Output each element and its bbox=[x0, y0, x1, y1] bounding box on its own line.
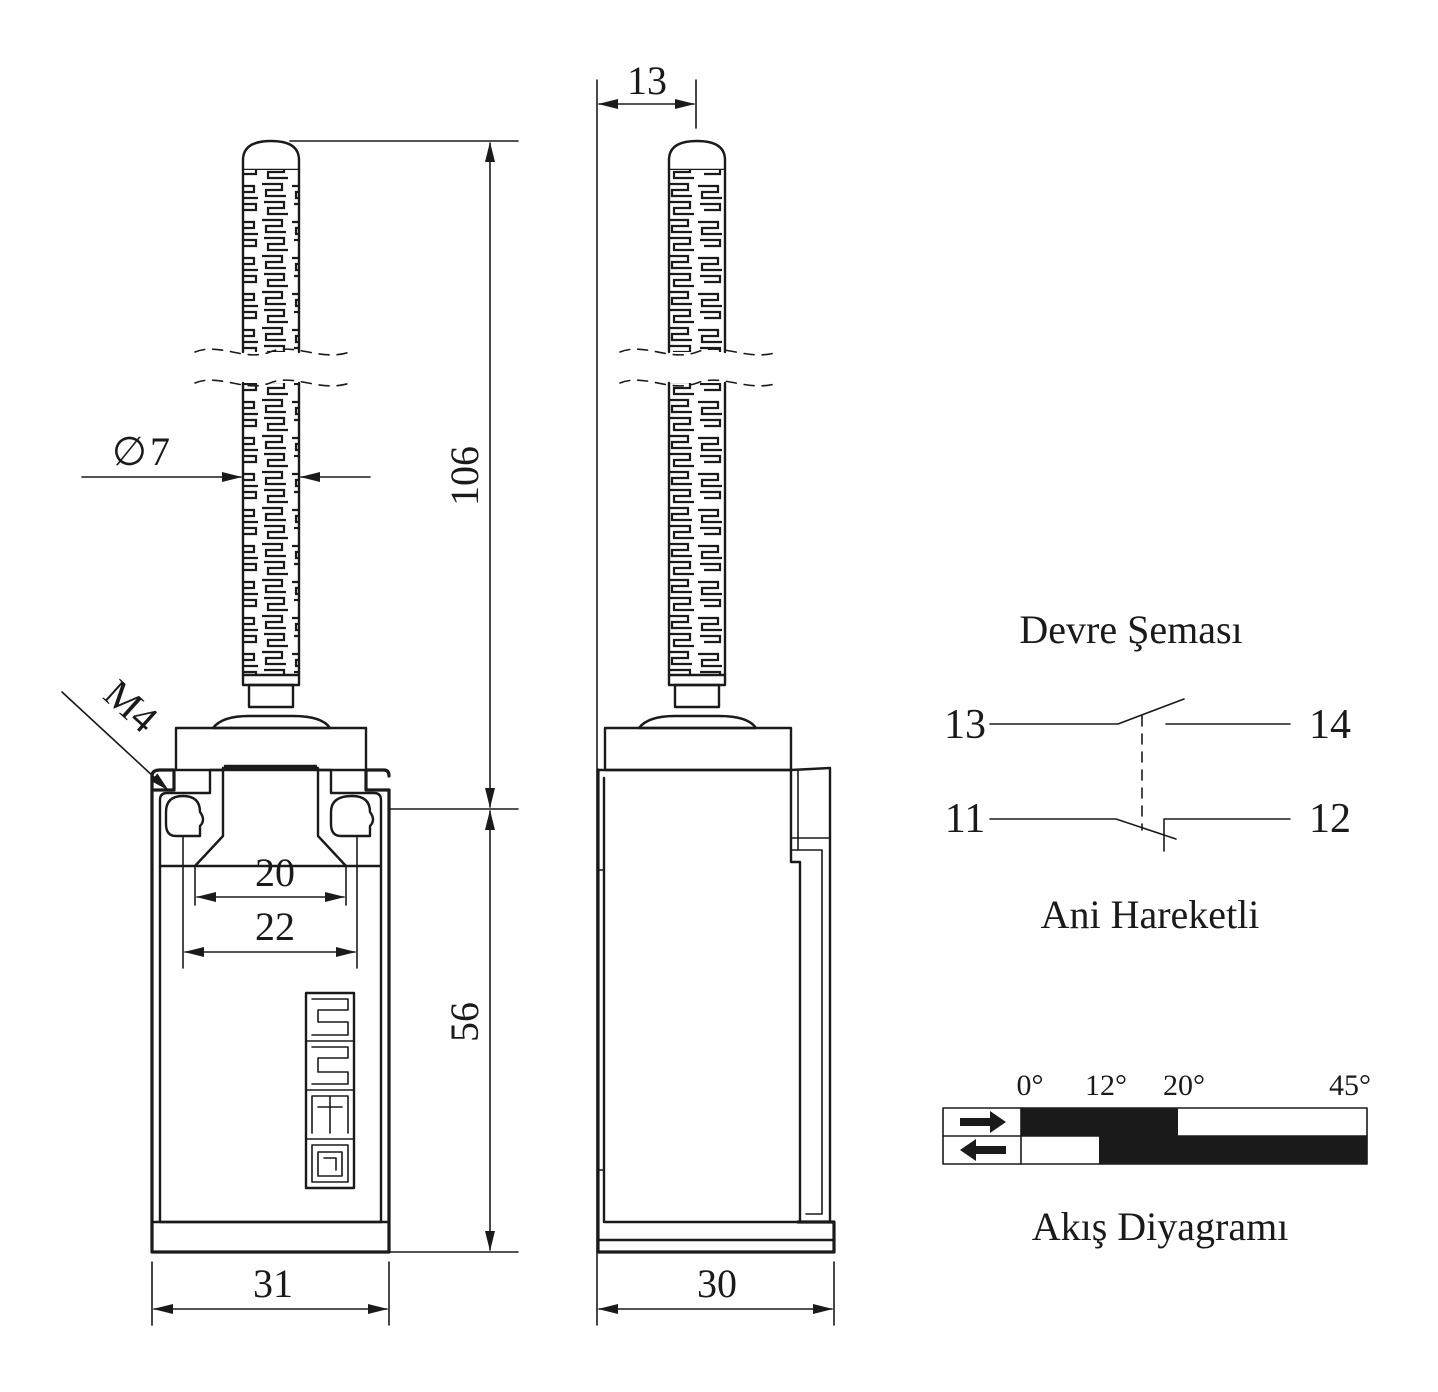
mounting-hole-right bbox=[329, 794, 375, 838]
diameter-symbol: ∅ bbox=[112, 429, 147, 474]
spring-rod-side-lower bbox=[669, 383, 725, 675]
flow-bar-forward bbox=[1021, 1108, 1178, 1136]
angle-label-0: 0° bbox=[1017, 1069, 1044, 1102]
angle-label-45: 45° bbox=[1329, 1069, 1371, 1102]
flow-title: Akış Diyagramı bbox=[1032, 1204, 1289, 1249]
side-view: 13 30 bbox=[596, 58, 836, 1326]
switch-head bbox=[174, 726, 368, 772]
switch-head-side bbox=[603, 726, 793, 772]
arrow-return-icon bbox=[960, 1139, 1006, 1161]
emas-logo bbox=[304, 991, 356, 1190]
leader-m4 bbox=[61, 691, 169, 791]
circuit-title: Devre Şeması bbox=[1019, 607, 1242, 652]
terminal-11: 11 bbox=[945, 796, 985, 842]
dim-text-31: 31 bbox=[253, 1261, 293, 1306]
contact-no bbox=[989, 698, 1185, 725]
dim-text-20: 20 bbox=[255, 850, 295, 895]
terminal-13: 13 bbox=[944, 702, 986, 748]
cover-plate-side bbox=[789, 766, 832, 1224]
terminal-14: 14 bbox=[1309, 702, 1351, 748]
dim-text-13: 13 bbox=[627, 58, 667, 103]
break-line bbox=[194, 348, 351, 356]
contact-nc bbox=[989, 818, 1177, 840]
spring-rod-lower bbox=[243, 383, 299, 675]
circuit-subtitle: Ani Hareketli bbox=[1041, 892, 1260, 937]
dim-text-22: 22 bbox=[255, 904, 295, 949]
dim-text-106: 106 bbox=[442, 446, 487, 506]
front-view: 106 56 31 20 22 ∅ 7 M4 bbox=[61, 139, 519, 1326]
thread-label-m4: M4 bbox=[95, 671, 166, 742]
spring-rod-upper bbox=[243, 170, 299, 352]
mounting-hole-left bbox=[164, 794, 205, 838]
rod-cap-side bbox=[667, 139, 727, 172]
dim-text-diameter: 7 bbox=[150, 429, 170, 474]
angle-label-20: 20° bbox=[1163, 1069, 1205, 1102]
angle-label-12: 12° bbox=[1085, 1069, 1127, 1102]
rod-cap bbox=[241, 139, 301, 172]
spring-rod-side-upper bbox=[669, 170, 725, 352]
switch-body bbox=[150, 768, 391, 1254]
terminal-12: 12 bbox=[1309, 796, 1351, 842]
flow-diagram: 0° 12° 20° 45° Akış Diyagramı bbox=[942, 1069, 1371, 1249]
flow-bar-return bbox=[1099, 1136, 1367, 1164]
dim-text-30: 30 bbox=[697, 1261, 737, 1306]
circuit-diagram: Devre Şeması 13 14 11 12 Ani Hareketli bbox=[944, 607, 1351, 937]
arrow-forward-icon bbox=[960, 1111, 1006, 1133]
dim-text-56: 56 bbox=[442, 1002, 487, 1042]
